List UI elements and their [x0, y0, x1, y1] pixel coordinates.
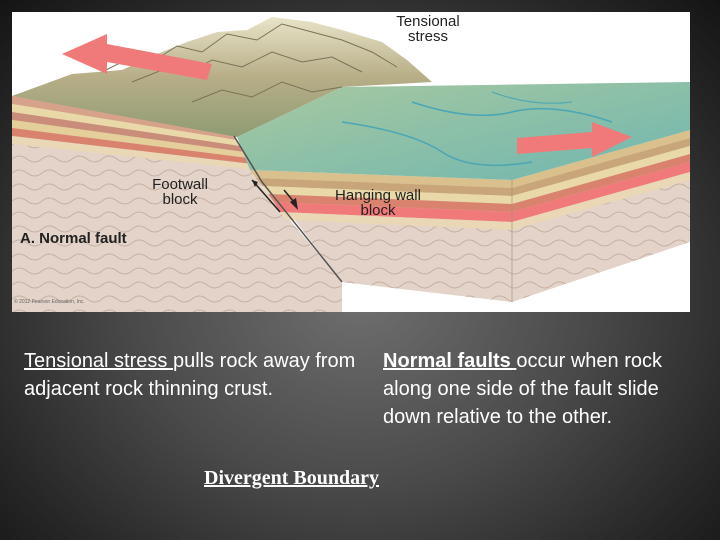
normal-faults-line1: occur when rock	[516, 350, 662, 372]
divergent-boundary-heading: Divergent Boundary	[204, 467, 379, 489]
slip-arrows	[251, 179, 298, 213]
river-plain	[237, 82, 690, 180]
tensional-stress-description: pulls rock away from adjacent rock thinn…	[24, 350, 356, 400]
fault-plane	[233, 135, 343, 283]
normal-faults-caption: Normal faults occur when rock along one …	[383, 347, 720, 431]
tensional-stress-term: Tensional stress	[24, 350, 173, 372]
copyright-notice: © 2012 Pearson Education, Inc.	[14, 299, 85, 305]
hanging-wall-block	[250, 130, 690, 302]
normal-faults-term: Normal faults	[383, 350, 517, 372]
hanging-wall-block-label: Hanging wall block	[335, 187, 421, 219]
figure-title: A. Normal fault	[20, 230, 127, 247]
footwall-block-label: Footwall block	[152, 176, 208, 208]
normal-faults-line3: down relative to the other.	[383, 406, 613, 428]
normal-faults-line2: along one side of the fault slide	[383, 378, 659, 400]
tensional-stress-arrows	[62, 34, 632, 157]
tensional-stress-label: Tensional stress	[396, 13, 460, 45]
normal-fault-diagram: Tensional stress Footwall block Hanging …	[12, 12, 690, 312]
footwall-block	[12, 96, 342, 312]
tensional-stress-caption: Tensional stress pulls rock away from ad…	[24, 347, 379, 403]
block-diagram-illustration	[12, 17, 690, 312]
